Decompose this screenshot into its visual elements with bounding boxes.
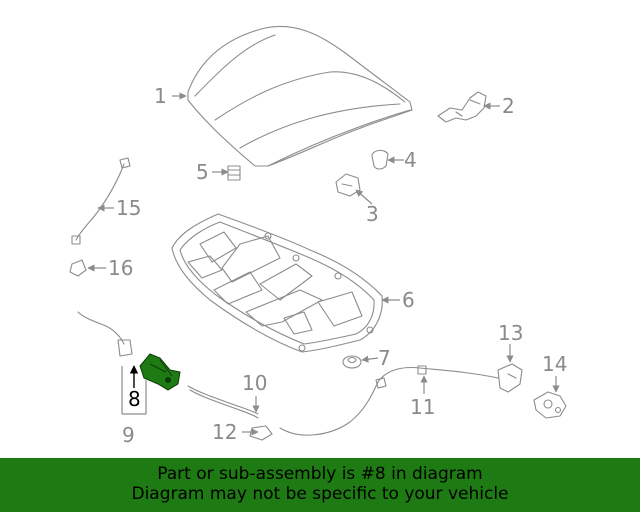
callout-2: 2 xyxy=(502,94,515,118)
part-14-handle-bracket[interactable] xyxy=(533,391,567,419)
part-3-bumper[interactable] xyxy=(335,173,361,197)
part-11-release-cable[interactable] xyxy=(279,365,499,436)
callout-16: 16 xyxy=(108,256,133,280)
info-banner: Part or sub-assembly is #8 in diagram Di… xyxy=(0,458,640,512)
part-6-hood-insulator[interactable] xyxy=(171,213,383,353)
part-7-grommet[interactable] xyxy=(342,355,362,369)
callout-3: 3 xyxy=(366,202,379,226)
callout-13: 13 xyxy=(498,321,523,345)
part-9-latch-assembly[interactable] xyxy=(77,311,133,357)
part-13-release-handle[interactable] xyxy=(497,363,523,393)
part-15-support-rod[interactable] xyxy=(71,157,131,245)
callout-5: 5 xyxy=(196,160,209,184)
callout-4: 4 xyxy=(404,148,417,172)
exploded-parts-diagram: 1 2 3 4 5 6 7 8 9 10 11 12 13 14 15 16 xyxy=(69,25,567,447)
banner-line-part-number: Part or sub-assembly is #8 in diagram xyxy=(157,464,483,484)
callout-1: 1 xyxy=(154,84,167,108)
callout-7: 7 xyxy=(378,346,391,370)
callout-8: 8 xyxy=(128,387,141,411)
part-5-cushion[interactable] xyxy=(227,165,241,181)
callout-6: 6 xyxy=(402,288,415,312)
callout-14: 14 xyxy=(542,352,567,376)
leader-lines xyxy=(87,92,560,436)
callout-labels: 1 2 3 4 5 6 7 8 9 10 11 12 13 14 15 16 xyxy=(108,84,567,447)
banner-line-disclaimer: Diagram may not be specific to your vehi… xyxy=(131,484,509,504)
callout-11: 11 xyxy=(410,395,435,419)
part-2-hood-hinge[interactable] xyxy=(437,91,487,123)
callout-15: 15 xyxy=(116,196,141,220)
part-8-hood-latch[interactable] xyxy=(139,353,181,391)
part-1-hood[interactable] xyxy=(187,25,413,167)
part-4-stopper[interactable] xyxy=(371,149,389,170)
callout-12: 12 xyxy=(212,420,237,444)
part-12-cable-clip[interactable] xyxy=(249,425,273,441)
callout-9: 9 xyxy=(122,423,135,447)
part-10-release-rod[interactable] xyxy=(187,385,259,419)
part-16-rod-holder[interactable] xyxy=(69,259,87,277)
callout-10: 10 xyxy=(242,371,267,395)
